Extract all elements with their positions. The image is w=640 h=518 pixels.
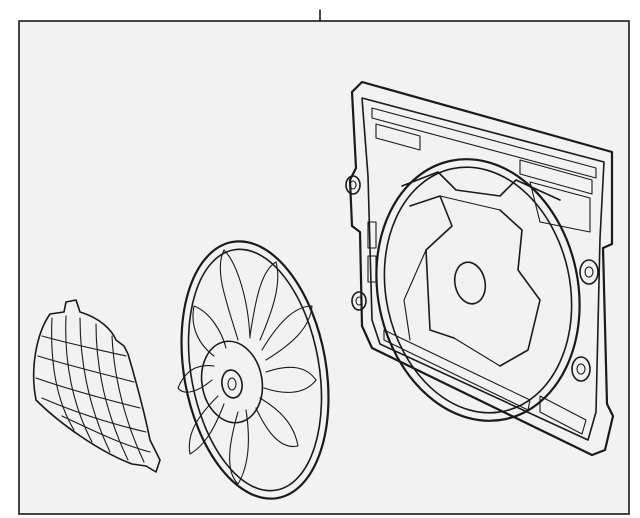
mount-lug [345,175,361,195]
fan-blade-assembly [177,240,330,500]
mount-lug [579,259,599,285]
fan-cover-grille [32,299,161,473]
mount-lug [571,356,591,382]
fan-shroud-frame [345,80,615,457]
diagram-panel [18,20,630,515]
mount-lug [351,291,367,311]
